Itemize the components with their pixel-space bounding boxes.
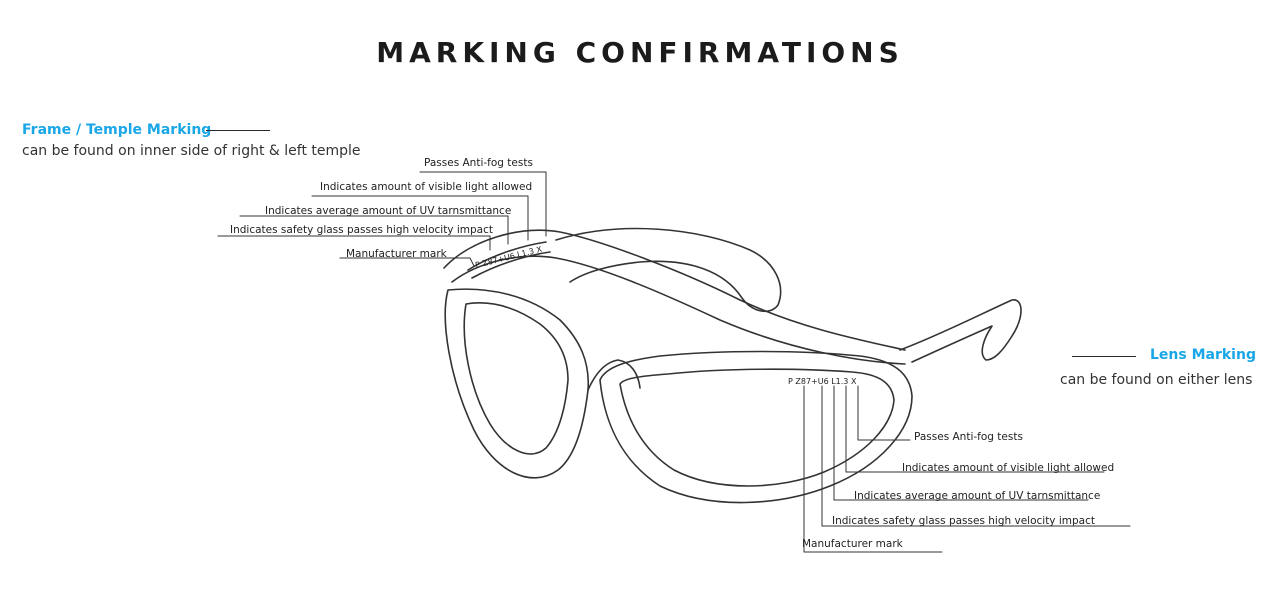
lens-callout-manufacturer: Manufacturer mark: [802, 538, 903, 550]
frame-callout-manufacturer: Manufacturer mark: [346, 248, 447, 260]
lens-callout-visible-light: Indicates amount of visible light allowe…: [902, 462, 1115, 474]
lens-marking-subtitle: can be found on either lens: [1060, 372, 1253, 388]
lens-callout-antifog: Passes Anti-fog tests: [914, 431, 1023, 443]
frame-leader-impact: [217, 235, 491, 251]
far-lens-rim: [444, 288, 590, 479]
frame-callout-antifog: Passes Anti-fog tests: [424, 157, 533, 169]
nose-bridge: [587, 359, 641, 391]
lens-heading-rule: [1072, 356, 1136, 357]
near-temple-arm: [899, 299, 1022, 363]
lens-marking-heading: Lens Marking: [1150, 347, 1256, 363]
near-lens: [619, 368, 895, 487]
frame-leader-manufacturer: [339, 257, 475, 267]
brow-bar: [443, 229, 906, 351]
temple-marking-band: [467, 241, 547, 271]
frame-heading-rule: [206, 130, 270, 131]
frame-callout-visible-light: Indicates amount of visible light allowe…: [320, 181, 533, 193]
lens-leader-uv: [833, 385, 1089, 501]
lens-marking-code: P Z87+U6 L1.3 X: [788, 377, 857, 386]
near-lens-rim: [599, 350, 913, 504]
lens-callout-impact: Indicates safety glass passes high veloc…: [832, 515, 1095, 527]
lens-leader-manufacturer: [803, 385, 943, 553]
frame-leader-antifog: [419, 171, 547, 237]
page-title: MARKING CONFIRMATIONS: [376, 36, 904, 69]
frame-leader-uv: [239, 215, 509, 245]
frame-callout-impact: Indicates safety glass passes high veloc…: [230, 224, 493, 236]
lens-callout-uv: Indicates average amount of UV tarnsmitt…: [854, 490, 1101, 502]
frame-leader-visible-light: [311, 195, 529, 241]
far-lens: [463, 302, 569, 455]
far-temple-arm: [555, 227, 782, 313]
lens-leader-impact: [821, 385, 1131, 527]
frame-marking-heading: Frame / Temple Marking: [22, 122, 212, 138]
lens-leader-visible-light: [845, 385, 1105, 473]
frame-callout-uv: Indicates average amount of UV tarnsmitt…: [265, 205, 512, 217]
lens-leader-antifog: [857, 385, 911, 441]
temple-marking-code: P Z87+U6 L1.3 X: [474, 245, 543, 270]
frame-marking-subtitle: can be found on inner side of right & le…: [22, 143, 361, 159]
